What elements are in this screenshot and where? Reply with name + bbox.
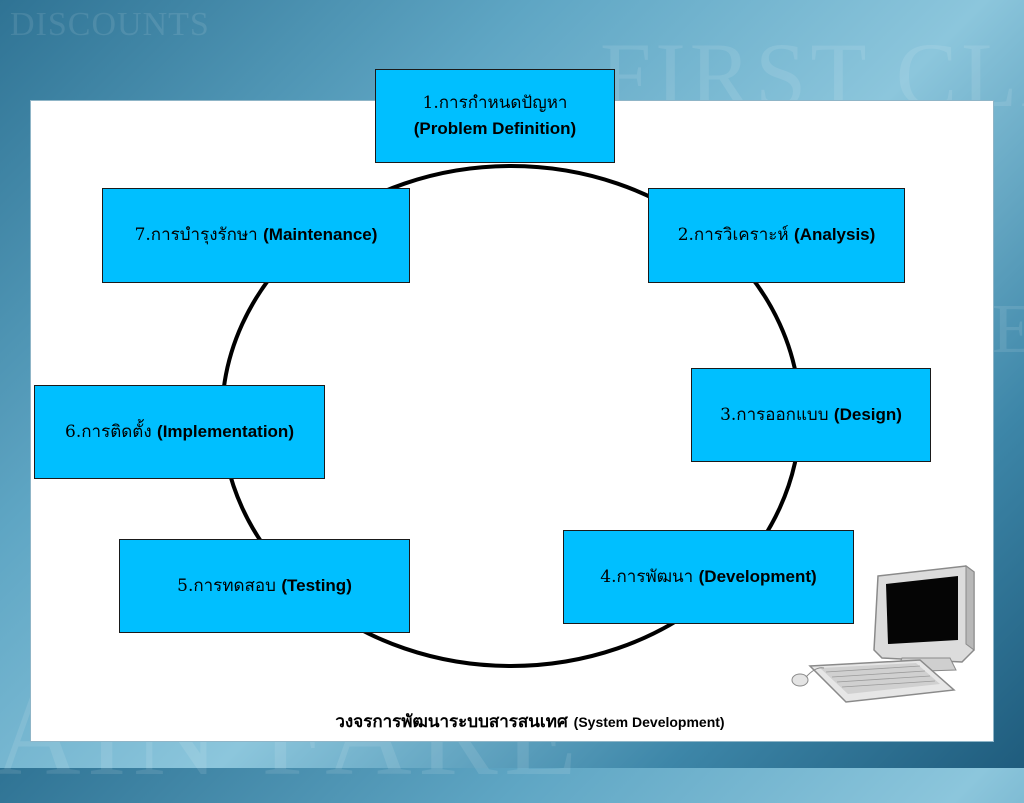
step-development: 4.การพัฒนา (Development) <box>563 530 854 624</box>
step-english-label: (Analysis) <box>794 225 876 245</box>
step-thai-label: 1.การกำหนดปัญหา <box>422 92 568 113</box>
step-maintenance: 7.การบำรุงรักษา (Maintenance) <box>102 188 410 283</box>
caption-english: (System Development) <box>573 714 725 730</box>
step-english-label: (Problem Definition) <box>413 119 577 138</box>
step-analysis: 2.การวิเคราะห์ (Analysis) <box>648 188 905 283</box>
step-thai-label: 7.การบำรุงรักษา <box>134 225 264 246</box>
step-thai-label: 6.การติดตั้ง <box>65 421 158 442</box>
step-thai-label: 2.การวิเคราะห์ <box>677 225 795 246</box>
step-thai-label: 3.การออกแบบ <box>720 404 834 425</box>
step-problem-definition: 1.การกำหนดปัญหา (Problem Definition) <box>375 69 615 163</box>
step-thai-label: 5.การทดสอบ <box>177 575 282 596</box>
step-testing: 5.การทดสอบ (Testing) <box>119 539 410 633</box>
step-english-label: (Implementation) <box>157 421 294 441</box>
step-english-label: (Maintenance) <box>263 225 378 245</box>
step-implementation: 6.การติดตั้ง (Implementation) <box>34 385 325 479</box>
step-english-label: (Development) <box>698 566 817 586</box>
caption-thai: วงจรการพัฒนาระบบสารสนเทศ <box>335 712 574 732</box>
step-english-label: (Testing) <box>281 575 352 595</box>
step-thai-label: 4.การพัฒนา <box>600 566 699 587</box>
diagram-caption: วงจรการพัฒนาระบบสารสนเทศ (System Develop… <box>250 708 810 735</box>
step-design: 3.การออกแบบ (Design) <box>691 368 931 462</box>
computer-icon <box>791 565 975 703</box>
step-english-label: (Design) <box>833 404 902 424</box>
